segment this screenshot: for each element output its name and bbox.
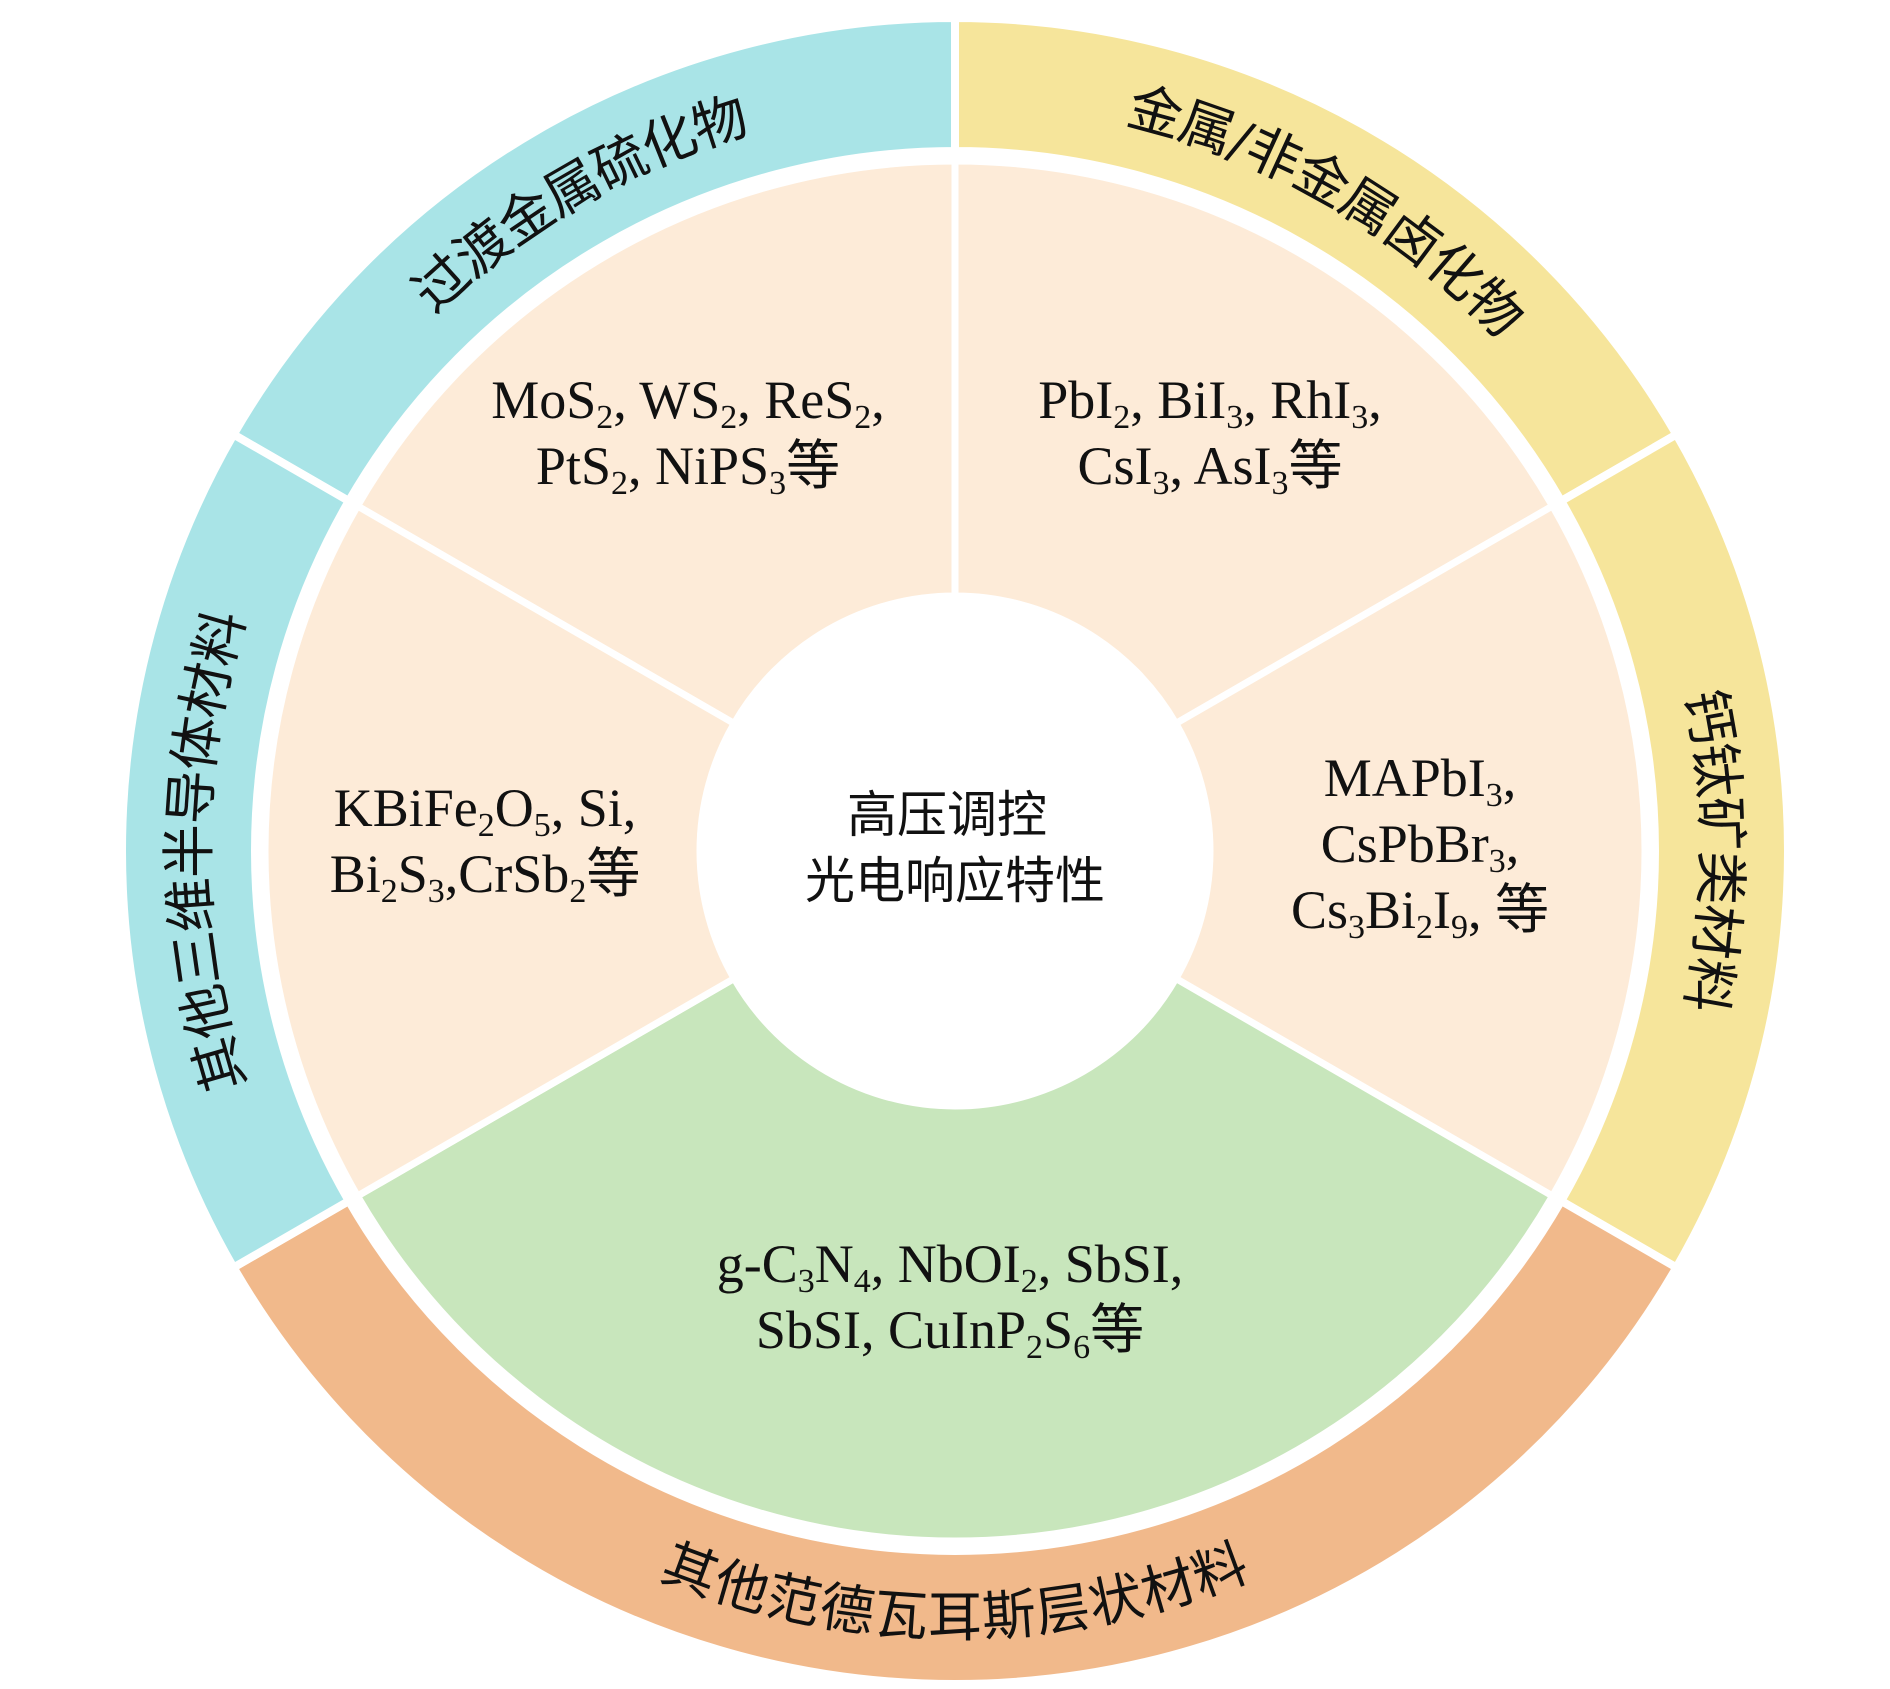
text-run: , Si, xyxy=(551,778,637,838)
ring-segment-perovskite xyxy=(1555,429,1792,1273)
subscript-run: 2 xyxy=(569,873,586,910)
subscript-run: 2 xyxy=(1021,1263,1038,1300)
text-run: Bi xyxy=(330,844,381,904)
center-title-line-1: 高压调控 xyxy=(847,786,1047,844)
text-run: g-C xyxy=(717,1234,798,1294)
subscript-run: 2 xyxy=(720,399,737,436)
text-run: 等 xyxy=(586,844,640,904)
subscript-run: 3 xyxy=(1348,909,1365,946)
text-run: , NbOI xyxy=(871,1234,1021,1294)
ring-segment-metal-halide xyxy=(951,13,1682,507)
subscript-run: 6 xyxy=(1073,1329,1090,1366)
sector-text-tmd-line-2: PtS2​, NiPS3​等 xyxy=(536,436,840,502)
text-run: 等 xyxy=(786,436,840,496)
text-run: ,CrSb xyxy=(445,844,570,904)
text-run: , xyxy=(1506,814,1520,874)
subscript-run: 2 xyxy=(596,399,613,436)
text-run: CsI xyxy=(1077,436,1152,496)
sector-text-metal-halide-line-1: PbI2​, BiI3​, RhI3​, xyxy=(1038,370,1382,436)
text-run: , 等 xyxy=(1468,880,1549,940)
text-run: , xyxy=(1503,748,1517,808)
subscript-run: 3 xyxy=(1351,399,1368,436)
sector-text-metal-halide-line-2: CsI3​, AsI3​等 xyxy=(1077,436,1342,502)
subscript-run: 5 xyxy=(534,807,551,844)
sector-text-vdw-line-1: g-C3​N4​, NbOI2​, SbSI, xyxy=(717,1234,1184,1300)
sector-text-perovskite-line-3: Cs3​Bi2​I9​, 等 xyxy=(1291,880,1549,946)
sector-text-other-3d-line-2: Bi2​S3​,CrSb2​等 xyxy=(330,844,641,910)
text-run: MAPbI xyxy=(1324,748,1486,808)
center-title: 高压调控 光电响应特性 xyxy=(805,786,1105,910)
text-run: , WS xyxy=(613,370,720,430)
text-run: , AsI xyxy=(1170,436,1272,496)
text-run: 等 xyxy=(1289,436,1343,496)
subscript-run: 3 xyxy=(428,873,445,910)
center-title-line-2: 光电响应特性 xyxy=(805,852,1105,910)
subscript-run: 2 xyxy=(1416,909,1433,946)
sector-text-perovskite-line-2: CsPbBr3​, xyxy=(1321,814,1520,880)
sector-text-tmd-line-1: MoS2​, WS2​, ReS2​, xyxy=(491,370,885,436)
subscript-run: 3 xyxy=(798,1263,815,1300)
sector-vdw xyxy=(352,973,1558,1545)
text-run: SbSI, CuInP xyxy=(756,1300,1026,1360)
subscript-run: 2 xyxy=(478,807,495,844)
text-run: PbI xyxy=(1038,370,1113,430)
subscript-run: 4 xyxy=(854,1263,871,1300)
subscript-run: 9 xyxy=(1451,909,1468,946)
text-run: , NiPS xyxy=(628,436,769,496)
subscript-run: 3 xyxy=(1486,777,1503,814)
subscript-run: 2 xyxy=(1026,1329,1043,1366)
text-run: 等 xyxy=(1090,1300,1144,1360)
text-run: CsPbBr xyxy=(1321,814,1489,874)
subscript-run: 2 xyxy=(1113,399,1130,436)
text-run: O xyxy=(495,778,534,838)
text-run: MoS xyxy=(491,370,596,430)
subscript-run: 3 xyxy=(1153,465,1170,502)
subscript-run: 2 xyxy=(854,399,871,436)
text-run: , xyxy=(1368,370,1382,430)
text-run: , BiI xyxy=(1130,370,1226,430)
text-run: , ReS xyxy=(737,370,854,430)
center-circle xyxy=(700,596,1210,1106)
text-run: PtS xyxy=(536,436,611,496)
text-run: , SbSI, xyxy=(1038,1234,1184,1294)
outer-ring xyxy=(118,13,1792,1688)
subscript-run: 3 xyxy=(1226,399,1243,436)
text-run: Cs xyxy=(1291,880,1348,940)
inner-texts: MoS2​, WS2​, ReS2​,PtS2​, NiPS3​等 PbI2​, … xyxy=(330,370,1549,1366)
sector-text-other-3d-line-1: KBiFe2​O5​, Si, xyxy=(334,778,637,844)
text-run: Bi xyxy=(1365,880,1416,940)
subscript-run: 3 xyxy=(769,465,786,502)
text-run: N xyxy=(815,1234,854,1294)
subscript-run: 2 xyxy=(381,873,398,910)
ring-segment-other-3d xyxy=(118,429,355,1273)
subscript-run: 3 xyxy=(1272,465,1289,502)
subscript-run: 3 xyxy=(1489,843,1506,880)
text-run: I xyxy=(1433,880,1451,940)
subscript-run: 2 xyxy=(611,465,628,502)
sector-text-vdw-line-2: SbSI, CuInP2​S6​等 xyxy=(756,1300,1144,1366)
text-run: , RhI xyxy=(1243,370,1351,430)
text-run: , xyxy=(871,370,885,430)
ring-segment-vdw xyxy=(228,1195,1682,1688)
text-run: S xyxy=(1043,1300,1073,1360)
text-run: KBiFe xyxy=(334,778,478,838)
sector-text-perovskite-line-1: MAPbI3​, xyxy=(1324,748,1517,814)
text-run: S xyxy=(398,844,428,904)
